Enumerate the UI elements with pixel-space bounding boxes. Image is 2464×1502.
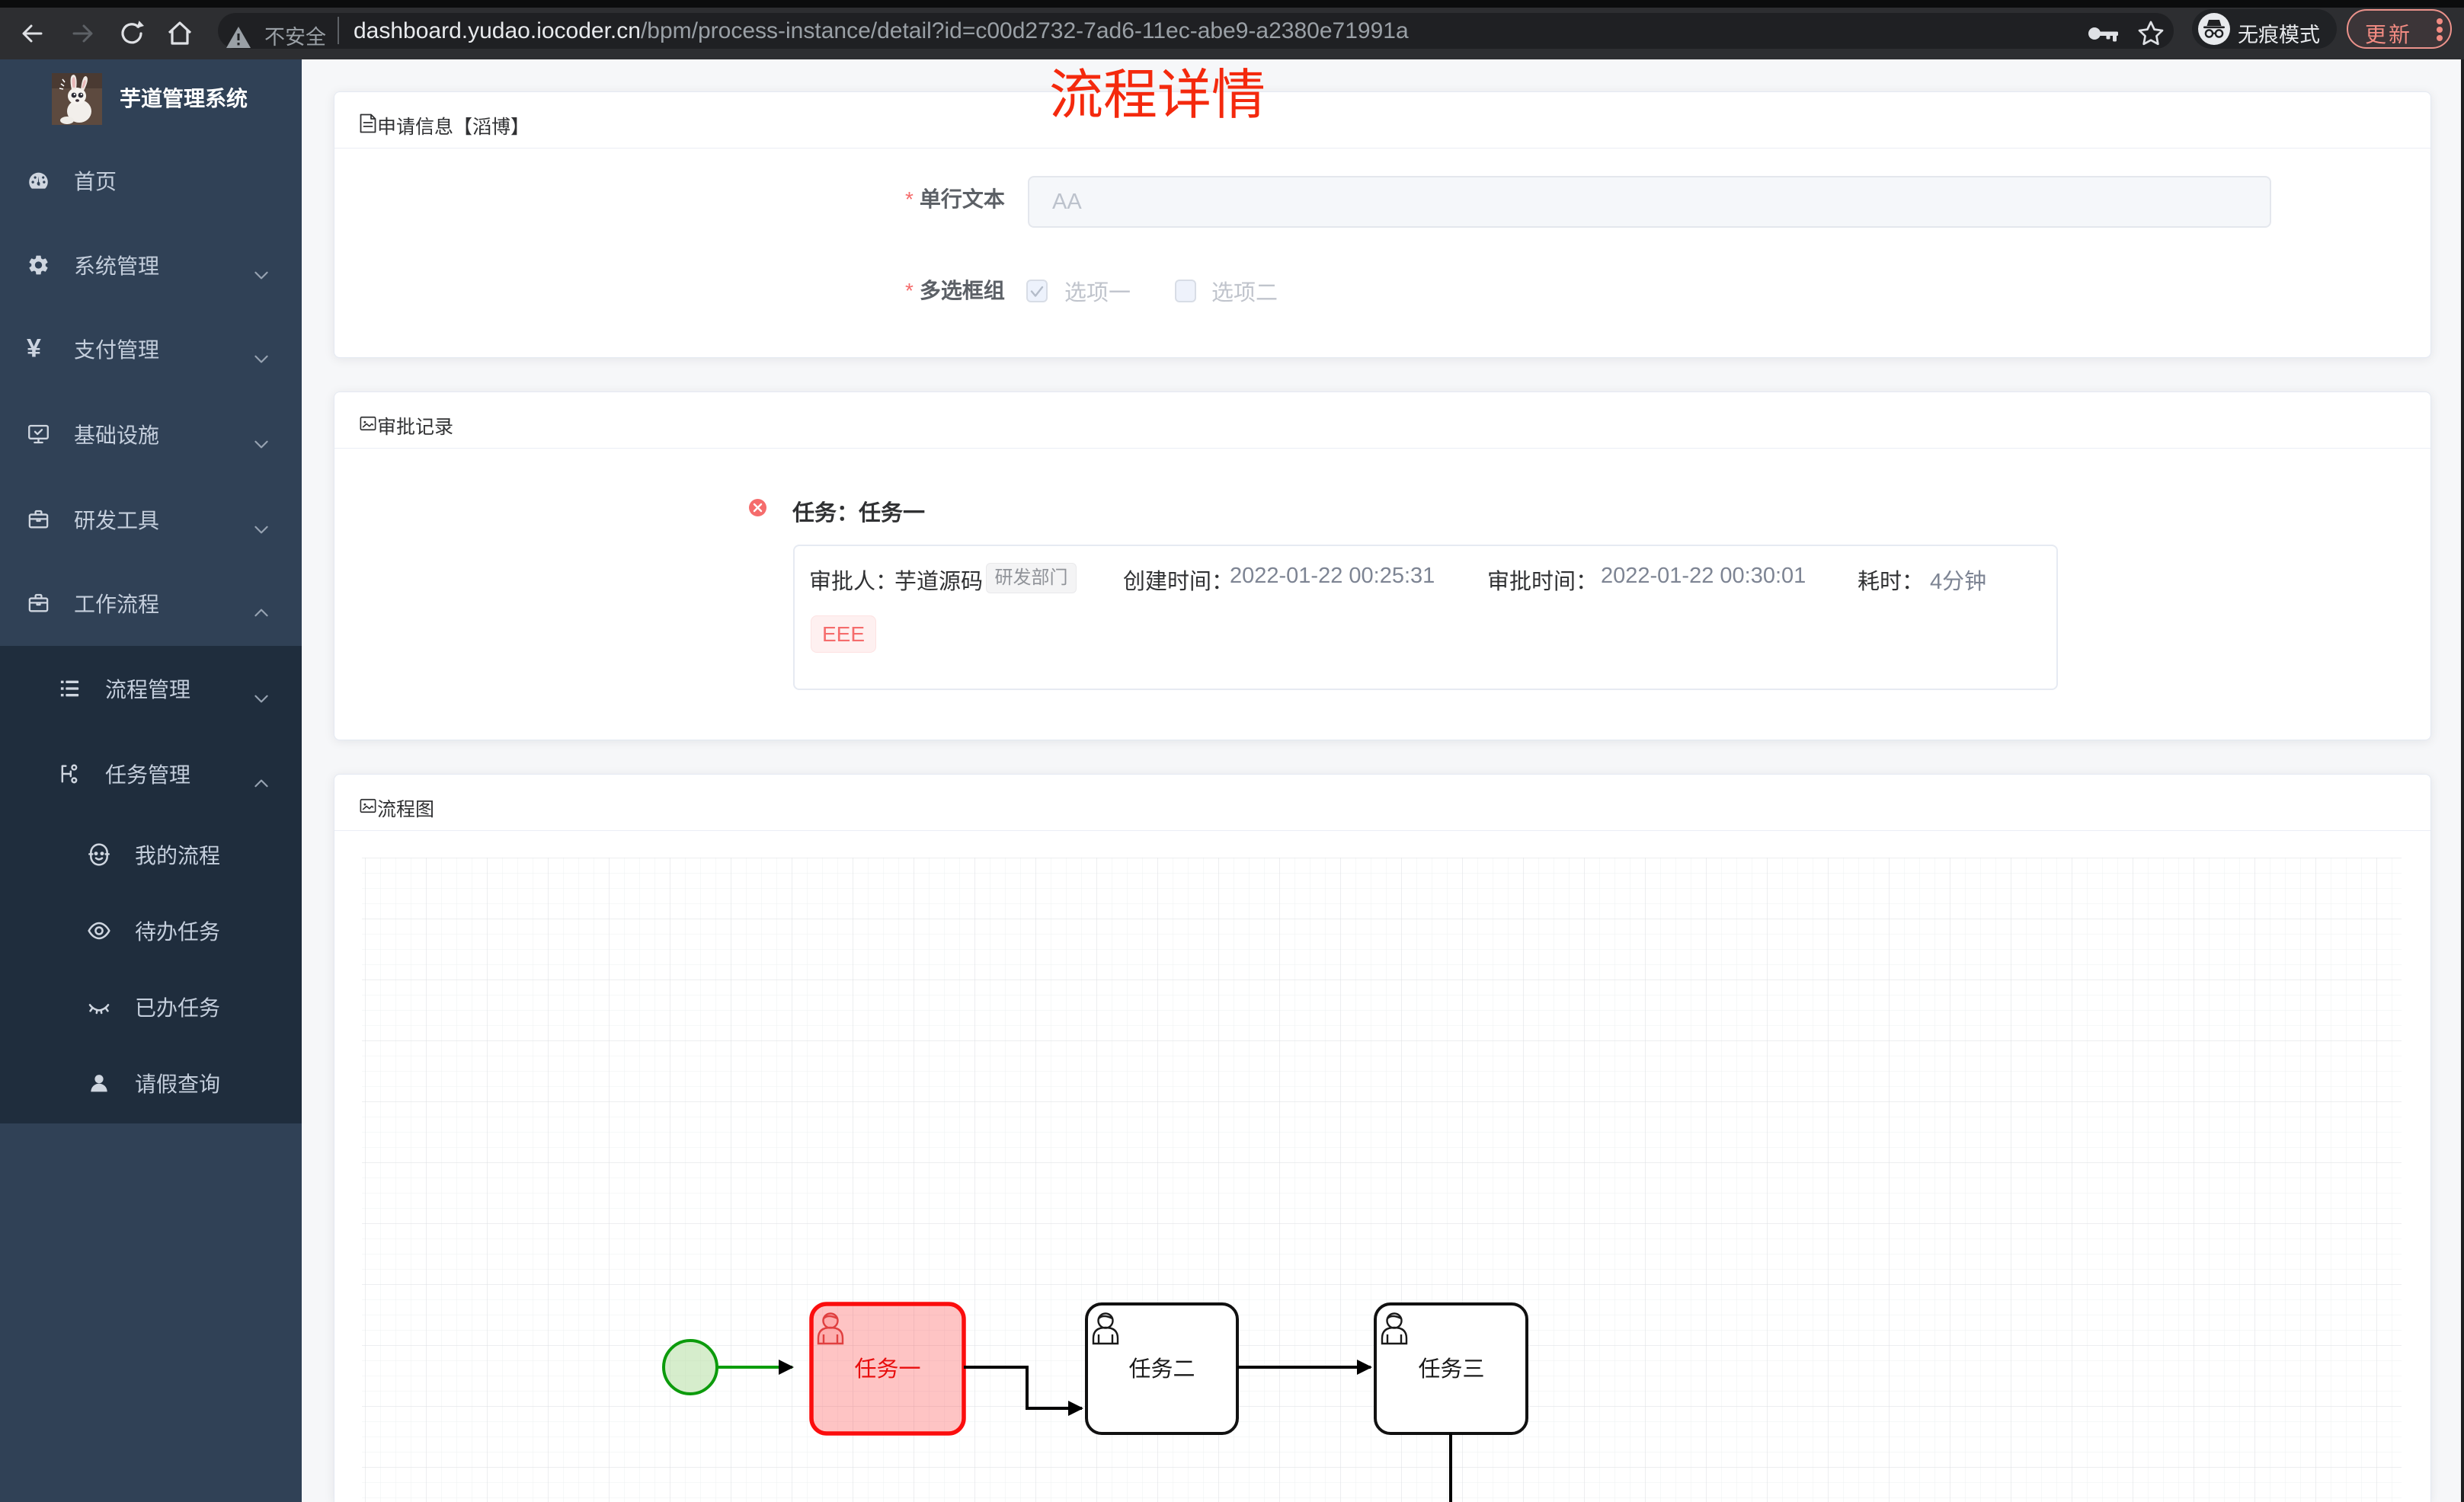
svg-text:任务二: 任务二 <box>1128 1357 1195 1382</box>
svg-text:任务三: 任务三 <box>1418 1357 1484 1382</box>
svg-text:任务一: 任务一 <box>854 1357 920 1382</box>
